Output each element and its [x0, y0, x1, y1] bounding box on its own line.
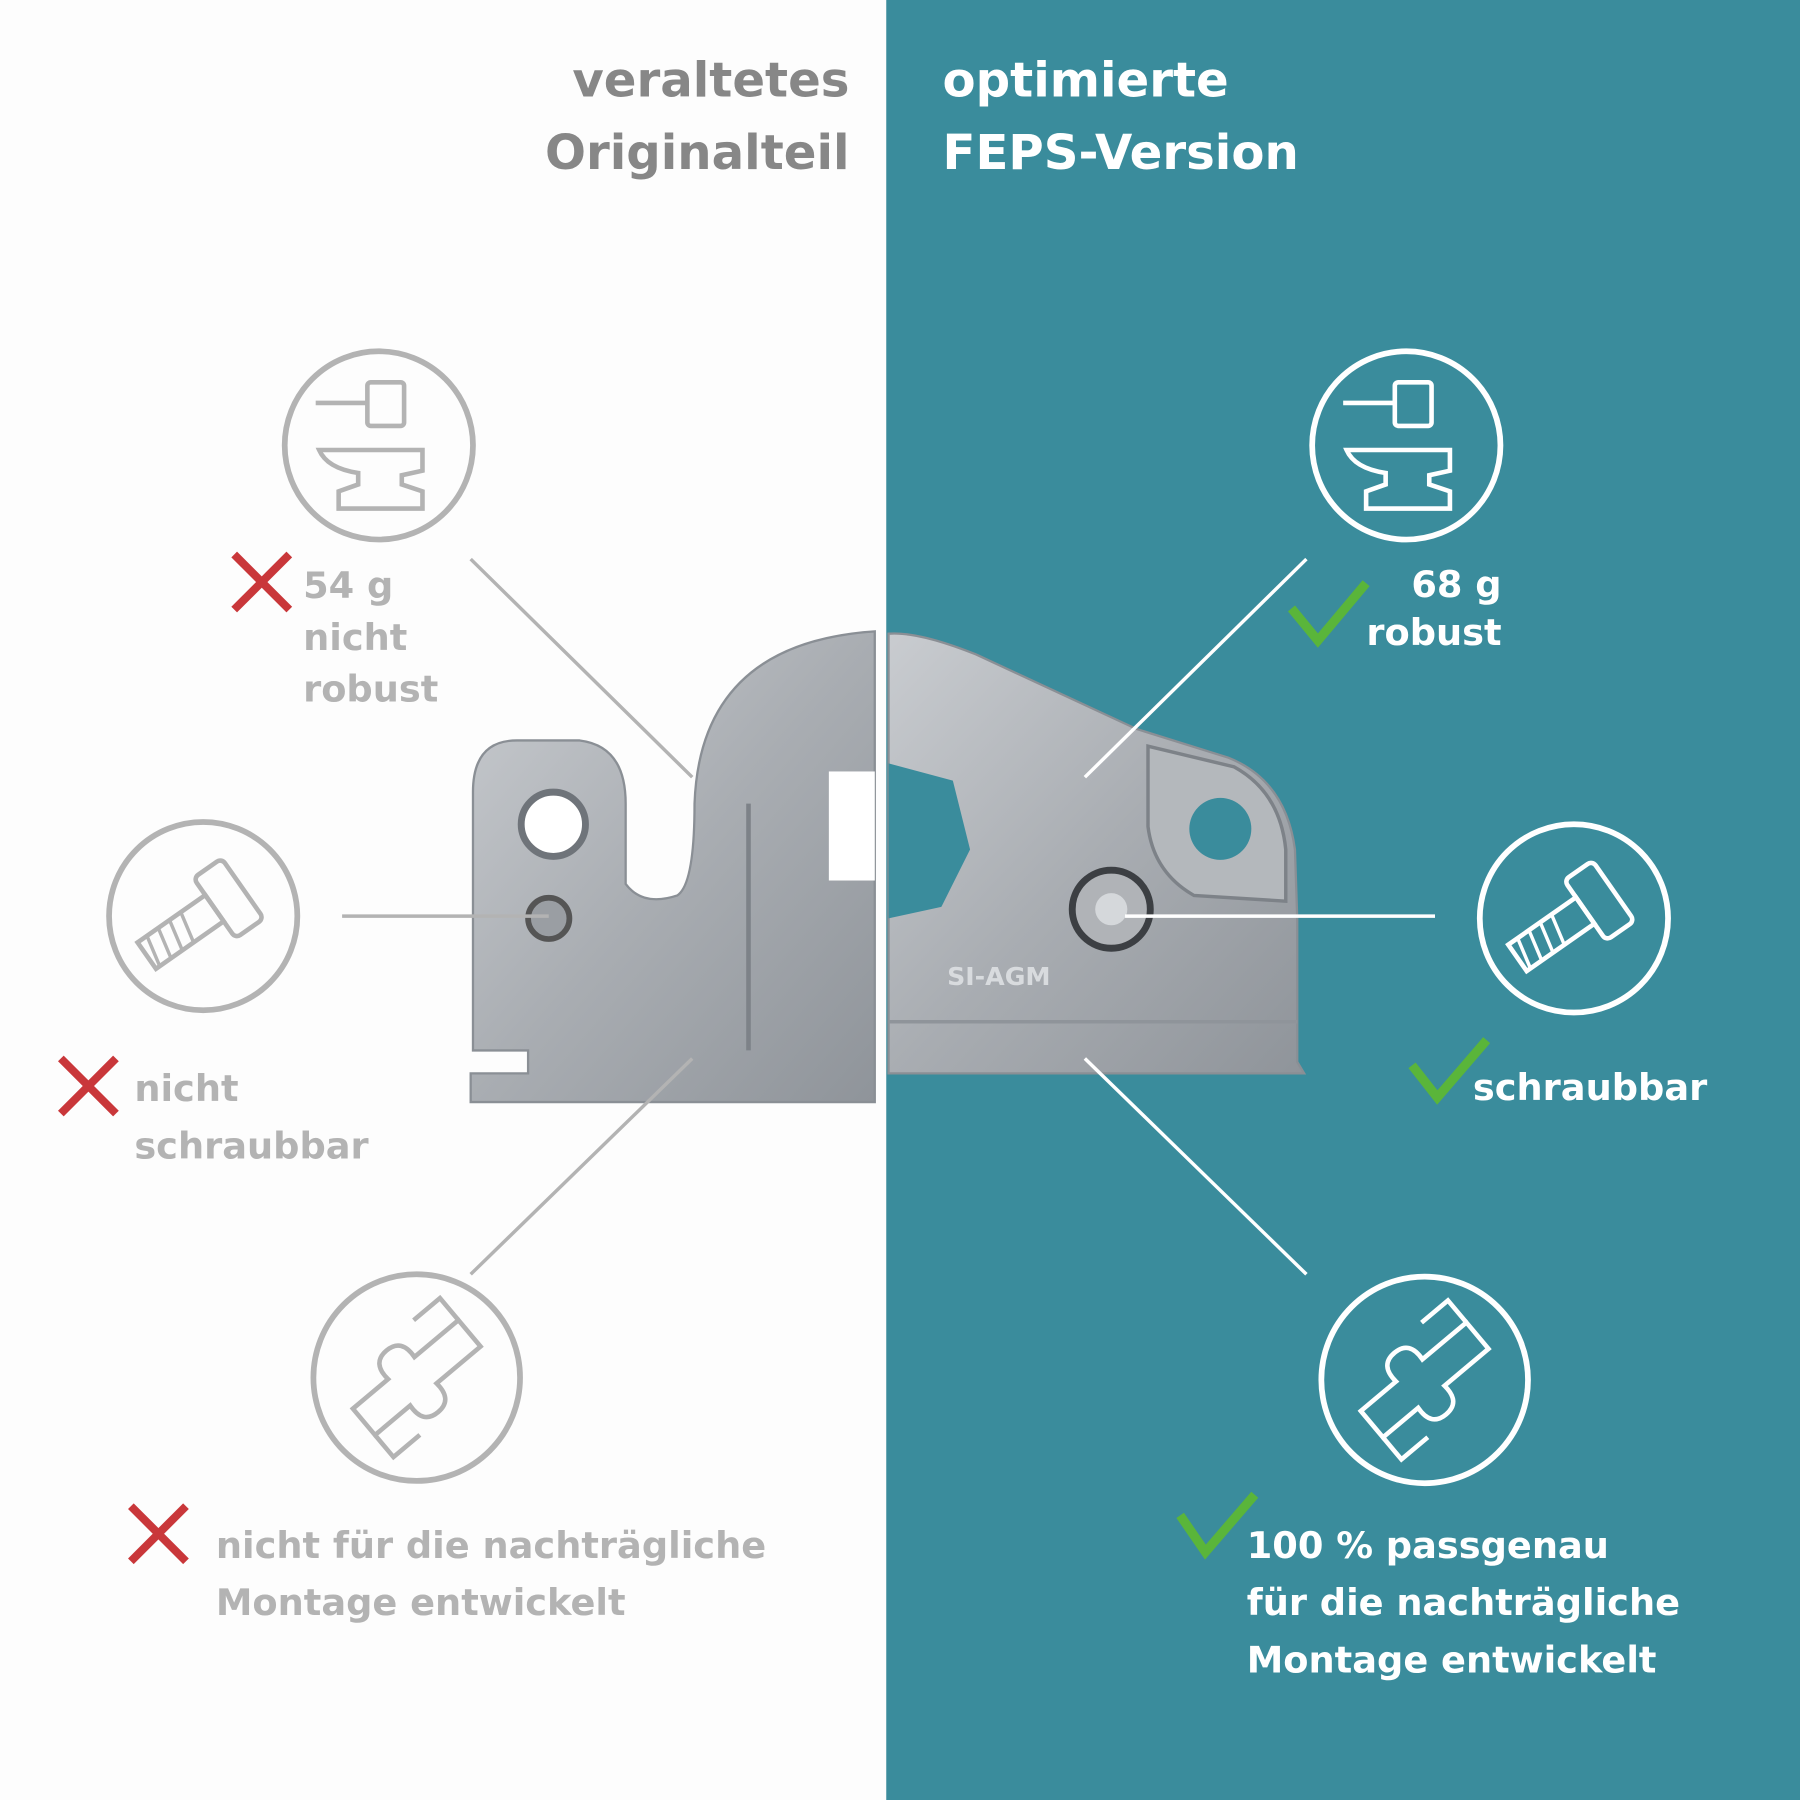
original-weight-label: 54 g nicht robust	[303, 563, 439, 711]
anvil-icon-left	[285, 351, 473, 539]
original-part-photo	[469, 630, 876, 1104]
original-fit-label: nicht für die nachträgliche Montage entw…	[215, 1523, 767, 1625]
part-engraving: SI-AGM	[947, 962, 1050, 991]
cross-icon-screw	[58, 1055, 119, 1117]
check-icon-fit	[1176, 1491, 1259, 1560]
original-title: veraltetes Originalteil	[544, 51, 850, 181]
screw-icon-right	[1480, 824, 1668, 1012]
screw-icon-left	[109, 822, 297, 1010]
original-screw-label: nicht schraubbar	[134, 1066, 369, 1168]
left-leader-lines	[342, 557, 694, 1276]
feps-fit-label: 100 % passgenau für die nachträgliche Mo…	[1246, 1523, 1681, 1682]
check-icon-weight	[1287, 580, 1370, 648]
feps-weight-label: 68 g robust	[1366, 562, 1502, 655]
check-icon-screw	[1408, 1037, 1491, 1105]
anvil-icon-right	[1312, 351, 1500, 539]
puzzle-icon-right	[1321, 1277, 1528, 1484]
feps-title: optimierte FEPS-Version	[942, 51, 1299, 181]
cross-icon-weight	[231, 551, 293, 613]
puzzle-icon-left	[313, 1274, 520, 1481]
right-leader-lines	[1083, 557, 1436, 1276]
feps-screw-label: schraubbar	[1472, 1065, 1708, 1109]
feps-part-photo: SI-AGM	[887, 632, 1307, 1075]
cross-icon-fit	[128, 1503, 189, 1565]
